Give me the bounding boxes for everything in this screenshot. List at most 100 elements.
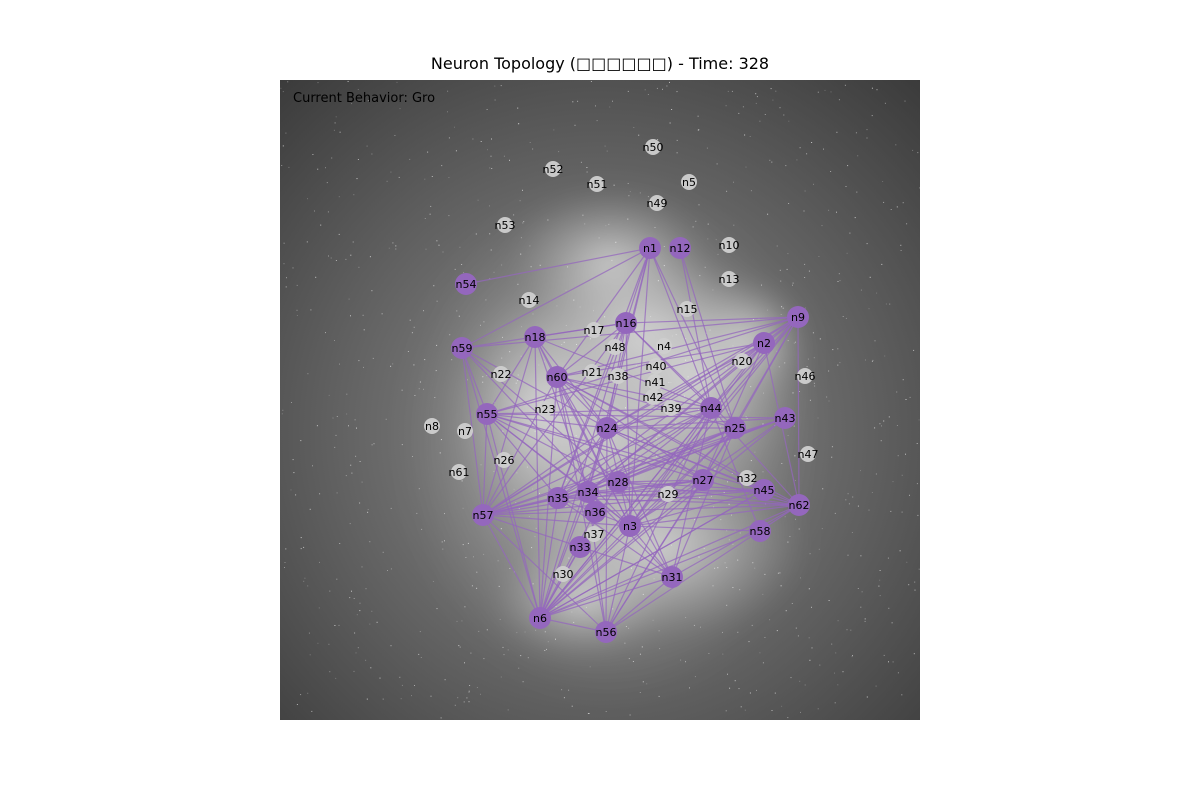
speckle-dot xyxy=(799,147,801,149)
speckle-dot xyxy=(725,105,727,107)
speckle-dot xyxy=(354,632,356,634)
speckle-dot xyxy=(879,423,881,425)
speckle-dot xyxy=(848,503,850,505)
speckle-dot xyxy=(282,145,284,147)
speckle-dot xyxy=(807,358,809,360)
speckle-dot xyxy=(770,88,772,90)
speckle-dot xyxy=(792,392,794,394)
neuron-label: n47 xyxy=(798,448,819,461)
speckle-dot xyxy=(359,602,361,604)
speckle-dot xyxy=(349,523,351,525)
speckle-dot xyxy=(456,620,458,622)
speckle-dot xyxy=(722,653,724,655)
node-n24: n24 xyxy=(596,417,618,439)
speckle-dot xyxy=(845,499,847,501)
speckle-dot xyxy=(572,101,574,103)
speckle-dot xyxy=(339,363,340,365)
speckle-dot xyxy=(772,99,774,101)
edge-n56-n31 xyxy=(605,576,673,633)
speckle-dot xyxy=(710,495,712,497)
speckle-dot xyxy=(469,685,471,686)
speckle-dot xyxy=(291,402,292,403)
neuron-label: n8 xyxy=(425,420,439,433)
speckle-dot xyxy=(834,512,836,514)
speckle-dot xyxy=(502,430,504,432)
speckle-dot xyxy=(796,159,798,161)
speckle-dot xyxy=(658,695,660,697)
speckle-dot xyxy=(296,704,298,705)
speckle-dot xyxy=(787,541,789,543)
active-neuron-marker xyxy=(546,366,568,388)
speckle-dot xyxy=(565,289,567,291)
speckle-dot xyxy=(319,561,320,563)
speckle-dot xyxy=(283,242,285,244)
speckle-dot xyxy=(605,711,607,712)
speckle-dot xyxy=(515,382,517,384)
node-n59: n59 xyxy=(451,337,473,359)
speckle-dot xyxy=(909,494,910,496)
speckle-dot xyxy=(553,129,555,131)
speckle-dot xyxy=(461,620,463,622)
node-n21: n21 xyxy=(582,364,602,380)
speckle-dot xyxy=(312,465,313,467)
speckle-dot xyxy=(864,618,866,620)
edge-n44-n56 xyxy=(605,407,712,633)
speckle-dot xyxy=(830,171,832,172)
speckle-dot xyxy=(434,397,436,398)
speckle-dot xyxy=(593,310,594,312)
node-n9: n9 xyxy=(787,306,809,328)
speckle-dot xyxy=(411,332,413,334)
speckle-dot xyxy=(812,332,814,334)
neuron-label: n27 xyxy=(693,474,714,487)
speckle-dot xyxy=(675,422,677,424)
edge-n24-n31 xyxy=(606,427,673,578)
speckle-dot xyxy=(860,606,862,608)
speckle-dot xyxy=(571,705,573,707)
speckle-dot xyxy=(307,373,309,375)
speckle-dot xyxy=(627,218,629,220)
speckle-dot xyxy=(480,464,482,466)
speckle-dot xyxy=(676,453,678,455)
speckle-dot xyxy=(480,141,482,142)
speckle-dot xyxy=(671,109,673,110)
speckle-dot xyxy=(647,94,649,95)
speckle-dot xyxy=(430,205,432,207)
speckle-dot xyxy=(780,280,782,282)
speckle-dot xyxy=(331,157,333,159)
speckle-dot xyxy=(919,187,920,189)
speckle-dot xyxy=(811,606,812,608)
neuron-label: n62 xyxy=(789,499,810,512)
speckle-dot xyxy=(838,99,840,101)
speckle-dot xyxy=(897,455,899,457)
active-neuron-marker xyxy=(529,607,551,629)
speckle-dot xyxy=(371,444,373,446)
speckle-dot xyxy=(732,345,734,347)
node-n52: n52 xyxy=(543,161,563,177)
speckle-dot xyxy=(849,232,851,234)
speckle-dot xyxy=(532,148,534,150)
speckle-dot xyxy=(334,122,336,124)
speckle-dot xyxy=(534,536,536,538)
speckle-dot xyxy=(579,306,581,308)
neuron-label: n35 xyxy=(548,492,569,505)
speckle-dot xyxy=(799,391,800,392)
neuron-label: n48 xyxy=(605,341,626,354)
speckle-dot xyxy=(490,155,492,157)
speckle-dot xyxy=(466,697,468,699)
speckle-dot xyxy=(353,598,355,599)
speckle-dot xyxy=(535,629,537,631)
node-n1: n1 xyxy=(639,237,661,259)
active-neuron-marker xyxy=(569,536,591,558)
speckle-dot xyxy=(888,661,889,663)
speckle-dot xyxy=(799,680,801,682)
speckle-dot xyxy=(335,677,337,679)
speckle-dot xyxy=(790,677,792,679)
speckle-dot xyxy=(609,106,611,108)
edge-n24-n27 xyxy=(606,427,704,481)
neuron-label: n29 xyxy=(658,488,679,501)
node-n57: n57 xyxy=(472,504,494,526)
speckle-dot xyxy=(326,182,328,184)
speckle-dot xyxy=(329,590,331,592)
speckle-dot xyxy=(489,205,490,207)
node-n39: n39 xyxy=(661,400,681,416)
